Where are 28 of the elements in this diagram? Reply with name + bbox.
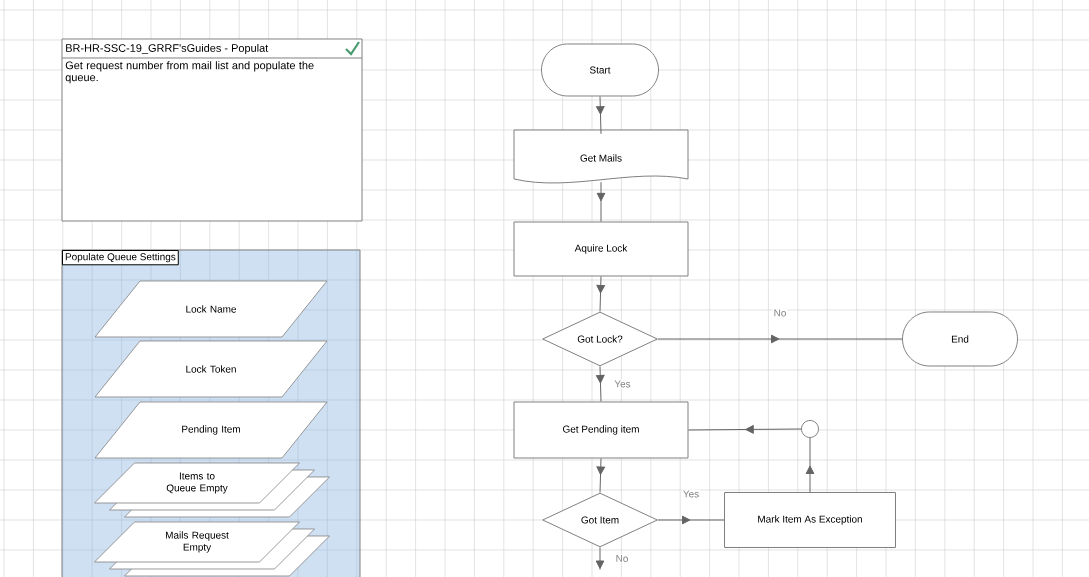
arrow	[596, 276, 606, 312]
arrow	[688, 425, 802, 434]
arrow	[657, 515, 725, 525]
terminator-box: Start	[541, 43, 659, 97]
edge-label: No	[614, 554, 630, 563]
process-box: Aquire Lock	[513, 221, 689, 277]
collection-stack: Items to Queue Empty	[94, 462, 330, 518]
arrow	[595, 547, 605, 570]
edge-label: Yes	[613, 379, 632, 389]
panel-title: Populate Queue Settings	[62, 250, 179, 266]
edge-label: Yes	[681, 489, 701, 499]
arrow	[595, 96, 605, 135]
arrow	[805, 437, 815, 493]
box-title: BR-HR-SSC-19_GRRF'sGuides - Populat	[66, 43, 269, 55]
arrow	[596, 458, 606, 493]
description-text: Get request number from mail list and populate the queue.	[65, 61, 314, 84]
data-parallelogram: Lock Token	[94, 340, 328, 398]
arrow	[595, 366, 605, 402]
arrow	[657, 334, 903, 344]
process-box: Mark Item As Exception	[724, 492, 896, 548]
arrow	[596, 181, 606, 222]
junction-circle	[801, 420, 819, 438]
process-box: Get Pending item	[513, 401, 689, 459]
collection-stack: Mails Request Empty	[94, 521, 330, 577]
description-box	[61, 38, 363, 222]
edge-label: No	[772, 308, 788, 318]
data-parallelogram: Pending Item	[94, 401, 328, 459]
data-parallelogram: Lock Name	[94, 280, 328, 338]
